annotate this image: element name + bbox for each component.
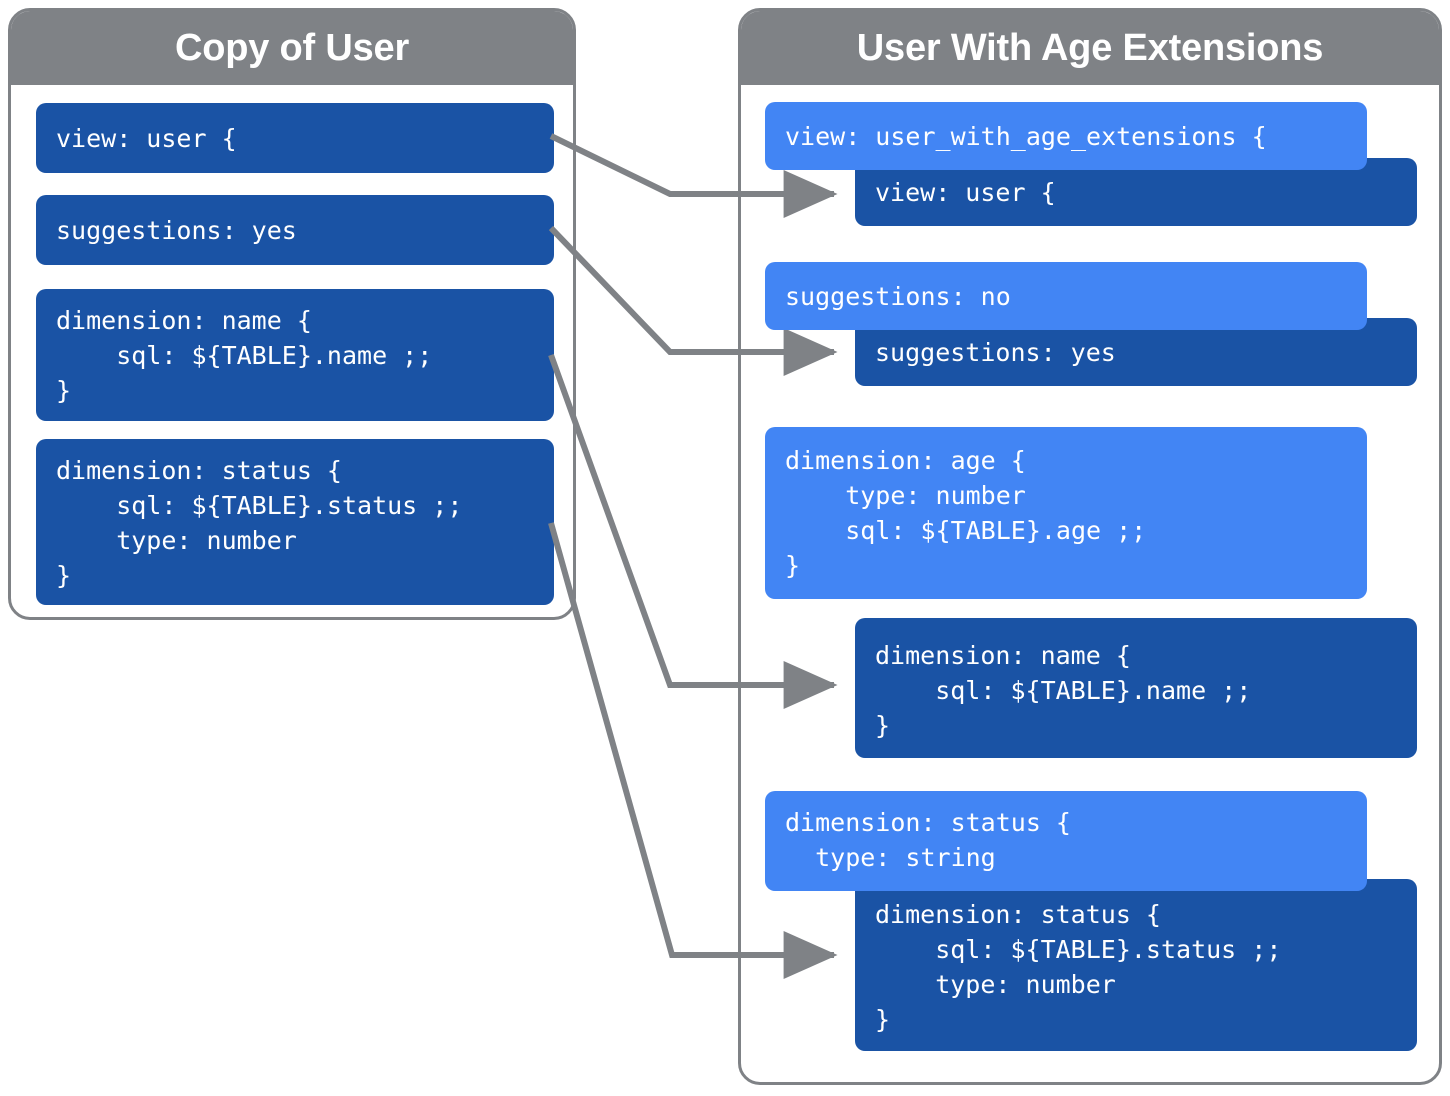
panel-left-title: Copy of User	[174, 26, 410, 69]
code-block-view-user[interactable]: view: user {	[36, 103, 554, 173]
code-block-dimension-name[interactable]: dimension: name { sql: ${TABLE}.name ;; …	[36, 289, 554, 421]
code-block-nested-dimension-name[interactable]: dimension: name { sql: ${TABLE}.name ;; …	[855, 618, 1417, 758]
panel-user-with-age-extensions: User With Age Extensions view: user_with…	[738, 8, 1442, 1085]
code-block-dimension-status[interactable]: dimension: status { sql: ${TABLE}.status…	[36, 439, 554, 605]
panel-left-header: Copy of User	[11, 11, 573, 85]
code-block-nested-dimension-status[interactable]: dimension: status { sql: ${TABLE}.status…	[855, 879, 1417, 1051]
code-block-view-user-with-age-extensions[interactable]: view: user_with_age_extensions {	[765, 102, 1367, 170]
code-block-dimension-age[interactable]: dimension: age { type: number sql: ${TAB…	[765, 427, 1367, 599]
panel-right-title: User With Age Extensions	[856, 26, 1324, 69]
code-block-suggestions-no[interactable]: suggestions: no	[765, 262, 1367, 330]
code-block-suggestions-yes[interactable]: suggestions: yes	[36, 195, 554, 265]
code-block-dimension-status-string[interactable]: dimension: status { type: string	[765, 791, 1367, 891]
panel-copy-of-user: Copy of User view: user { suggestions: y…	[8, 8, 576, 620]
panel-right-header: User With Age Extensions	[741, 11, 1439, 85]
